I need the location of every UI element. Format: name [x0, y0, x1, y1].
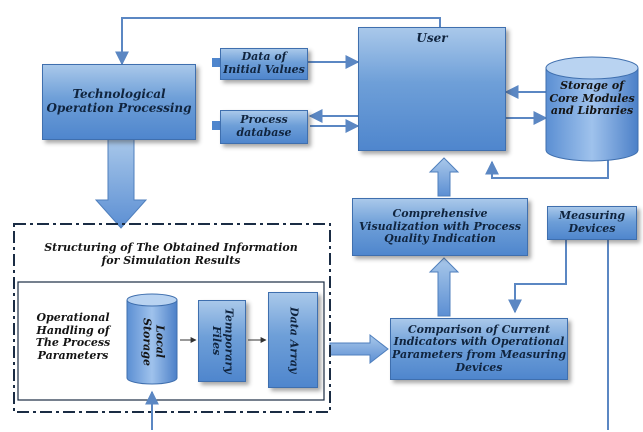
storage-core-label: Storage of Core Modules and Libraries — [549, 79, 635, 118]
operational-label: Operational Handling of The Process Para… — [35, 311, 111, 362]
process-db-box: Process database — [220, 110, 308, 144]
user-box: User — [358, 27, 506, 151]
data-array-box: Data Array — [268, 292, 318, 388]
notch-processdb — [212, 121, 220, 130]
operational-frame — [17, 281, 325, 401]
visualization-label: Comprehensive Visualization with Process… — [358, 207, 522, 246]
initial-values-label: Data of Initial Values — [223, 50, 305, 76]
big-arrow-down — [94, 137, 148, 229]
structuring-frame — [13, 223, 331, 413]
temp-files-label: Temporary Files — [210, 308, 236, 374]
connector-measuring-to-user — [485, 150, 609, 179]
local-storage-cylinder — [126, 293, 178, 385]
arrow-visual-to-user — [428, 157, 460, 197]
tech-op-box: Technological Operation Processing — [42, 64, 196, 140]
initial-values-box: Data of Initial Values — [220, 48, 308, 80]
user-label: User — [416, 31, 448, 45]
notch-initial — [212, 58, 220, 67]
storage-core-cylinder — [545, 56, 639, 162]
arrow-comparison-to-visual — [428, 257, 460, 317]
measuring-label: Measuring Devices — [558, 209, 626, 235]
comparison-box: Comparison of Current Indicators with Op… — [390, 318, 568, 380]
data-array-label: Data Array — [287, 306, 301, 374]
measuring-box: Measuring Devices — [547, 206, 637, 240]
tech-op-label: Technological Operation Processing — [46, 87, 192, 115]
temp-files-box: Temporary Files — [198, 300, 246, 382]
process-db-label: Process database — [236, 113, 292, 139]
visualization-box: Comprehensive Visualization with Process… — [352, 198, 528, 256]
structuring-title: Structuring of The Obtained Information … — [44, 241, 298, 267]
local-storage-label: Local Storage — [140, 318, 167, 366]
connector-measuring-to-comparison — [508, 238, 567, 314]
arrow-frame-to-comparison — [329, 333, 389, 365]
comparison-label: Comparison of Current Indicators with Op… — [391, 322, 567, 374]
